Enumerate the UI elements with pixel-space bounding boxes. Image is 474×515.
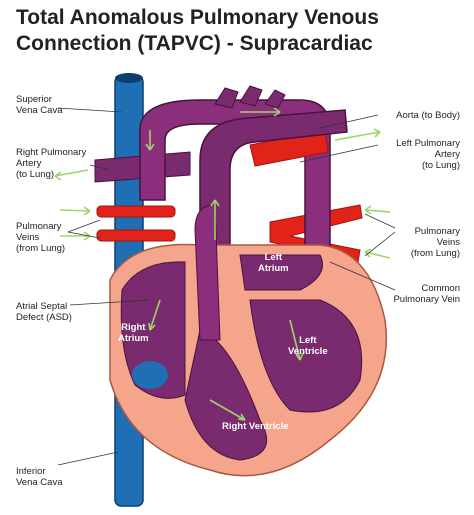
label-right-ventricle: Right Ventricle — [222, 421, 289, 432]
title-line-1: Total Anomalous Pulmonary Venous — [16, 6, 379, 29]
aorta-branches — [214, 85, 286, 109]
label-right-atrium: Right Atrium — [118, 322, 149, 344]
pulmonary-vein-left-lower — [96, 229, 176, 242]
label-pulmonary-veins-right: Pulmonary Veins (from Lung) — [410, 226, 460, 259]
right-ventricle-chamber — [184, 329, 268, 461]
label-common-pulmonary-vein: Common Pulmonary Vein — [393, 283, 460, 305]
label-inferior-vena-cava: Inferior Vena Cava — [16, 466, 63, 488]
aorta-arch — [199, 109, 348, 261]
right-atrium-chamber — [120, 261, 186, 399]
label-pulmonary-veins-left: Pulmonary Veins (from Lung) — [16, 221, 66, 254]
label-aorta: Aorta (to Body) — [396, 110, 460, 121]
label-superior-vena-cava: Superior Vena Cava — [16, 94, 63, 116]
title-line-2: Connection (TAPVC) - Supracardiac — [16, 32, 373, 55]
left-atrium-chamber — [239, 254, 323, 291]
left-ventricle-chamber — [249, 299, 363, 413]
pulmonary-trunk — [194, 204, 221, 341]
label-left-atrium: Left Atrium — [258, 252, 289, 274]
ivc-opening — [132, 361, 168, 389]
label-left-pulmonary-artery: Left Pulmonary Artery (to Lung) — [396, 138, 460, 171]
label-atrial-septal-defect: Atrial Septal Defect (ASD) — [16, 301, 72, 323]
pulmonary-vein-left-upper — [96, 205, 176, 218]
vena-cava-top-opening — [115, 73, 143, 83]
leader-lines — [57, 107, 396, 466]
label-right-pulmonary-artery: Right Pulmonary Artery (to Lung) — [16, 147, 87, 180]
label-left-ventricle: Left Ventricle — [288, 335, 328, 357]
